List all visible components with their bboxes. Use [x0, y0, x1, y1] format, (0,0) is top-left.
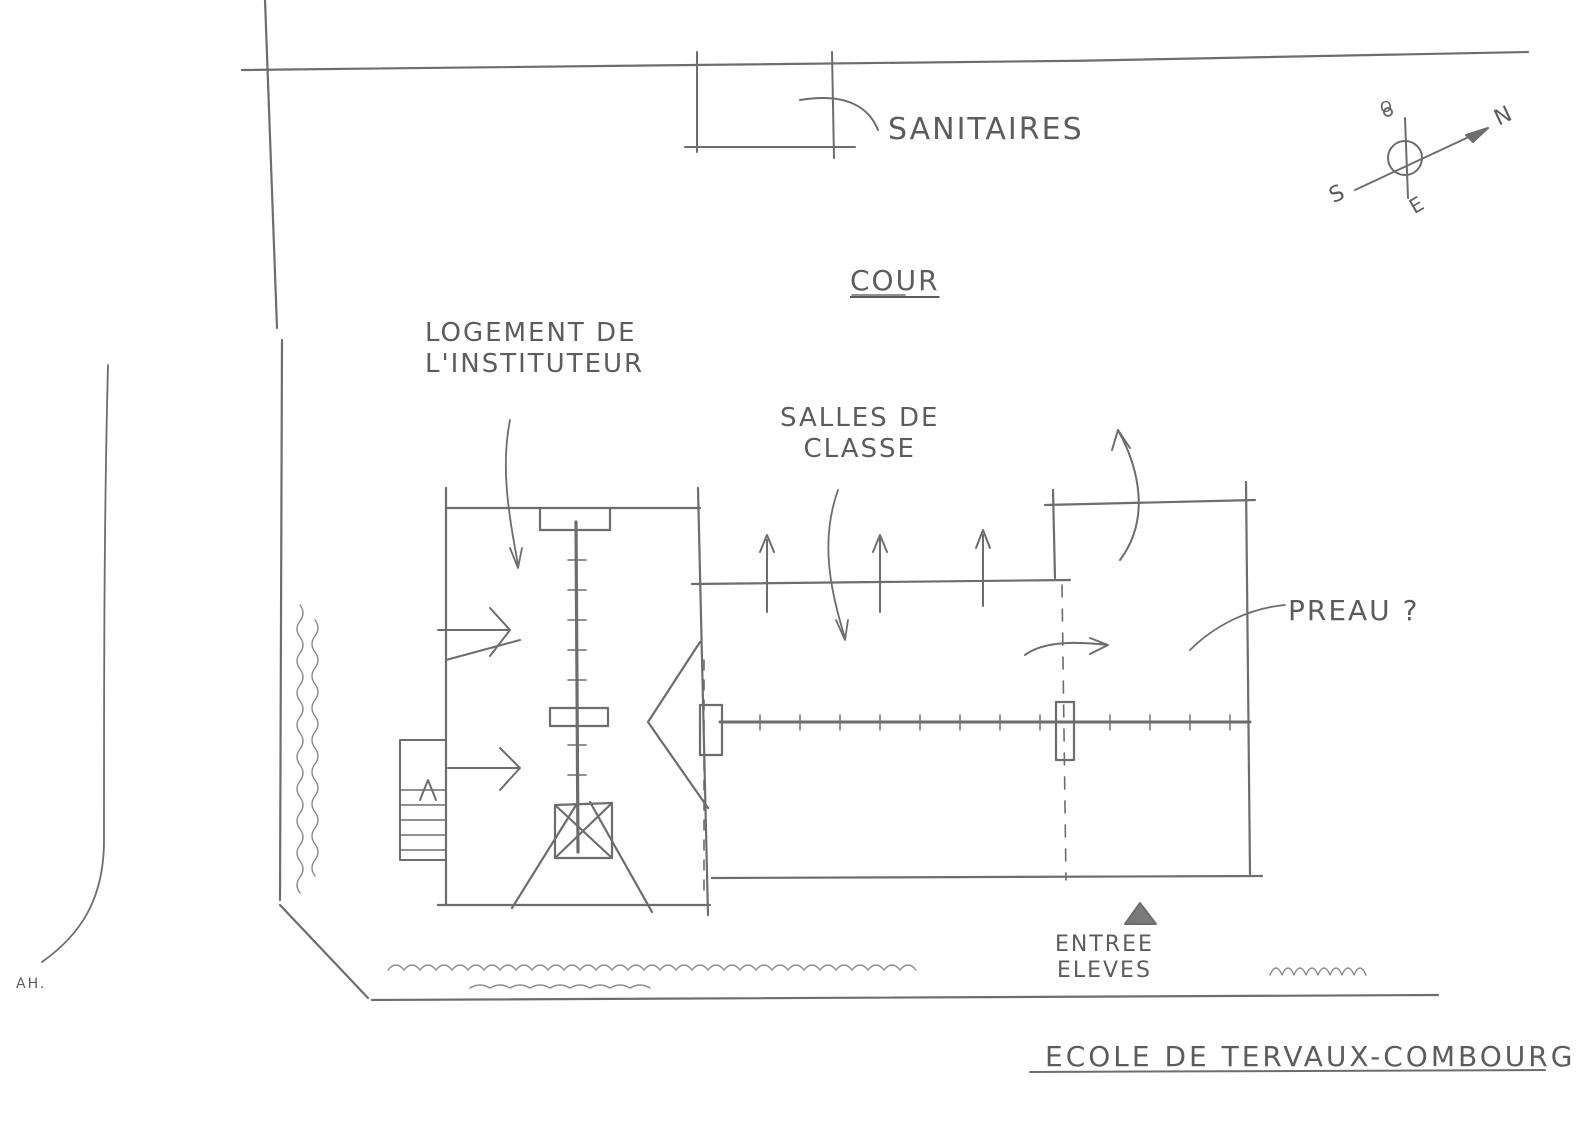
classrooms	[690, 480, 1264, 901]
label-logement: LOGEMENT DE L'INSTITUTEUR	[425, 318, 645, 380]
leader-lines	[504, 419, 1286, 651]
housing-entry-arrows	[399, 607, 521, 861]
classroom-arrows	[759, 429, 1140, 656]
label-cour: COUR	[850, 264, 940, 297]
label-salles-de-classe: SALLES DE CLASSE	[780, 403, 940, 465]
vegetation	[296, 604, 1367, 989]
author-initials: AH.	[16, 976, 47, 992]
compass-west-letter: O	[1380, 98, 1392, 116]
sanitaires-building	[684, 51, 879, 159]
label-sanitaires: SANITAIRES	[888, 112, 1084, 147]
entrance-marker	[1124, 902, 1157, 925]
compass-rose	[1354, 107, 1489, 199]
site-boundary	[240, 0, 1530, 1002]
label-entree-eleves: ENTREE ELEVES	[1055, 932, 1154, 984]
title-underline	[1029, 1069, 1546, 1073]
drawing-title: ECOLE DE TERVAUX-COMBOURG	[1045, 1040, 1576, 1073]
teacher-housing	[436, 486, 712, 917]
road-edge	[41, 364, 109, 963]
label-preau: PREAU ?	[1288, 594, 1420, 627]
